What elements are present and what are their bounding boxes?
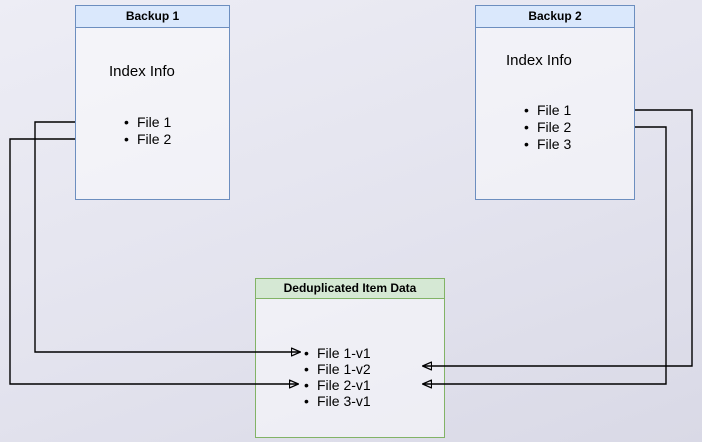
dedup-item: File 1-v1 (303, 345, 371, 361)
backup2-file-item: File 1 (523, 102, 571, 119)
backup1-file-item: File 2 (123, 131, 171, 148)
dedup-title: Deduplicated Item Data (256, 279, 444, 299)
dedup-item-list: File 1-v1 File 1-v2 File 2-v1 File 3-v1 (303, 345, 371, 409)
backup2-file-item: File 3 (523, 136, 571, 153)
backup2-file-item: File 2 (523, 119, 571, 136)
dedup-box: Deduplicated Item Data File 1-v1 File 1-… (255, 278, 445, 438)
backup1-file-item: File 1 (123, 114, 171, 131)
dedup-item: File 2-v1 (303, 377, 371, 393)
backup2-box: Backup 2 Index Info File 1 File 2 File 3 (475, 5, 635, 200)
dedup-item: File 1-v2 (303, 361, 371, 377)
backup1-box: Backup 1 Index Info File 1 File 2 (75, 5, 230, 200)
backup2-index-info-label: Index Info (506, 52, 572, 69)
backup1-index-info-label: Index Info (109, 63, 175, 80)
backup2-file-list: File 1 File 2 File 3 (523, 102, 571, 153)
backup2-title: Backup 2 (476, 6, 634, 28)
backup1-file-list: File 1 File 2 (123, 114, 171, 148)
backup1-title: Backup 1 (76, 6, 229, 28)
dedup-item: File 3-v1 (303, 393, 371, 409)
